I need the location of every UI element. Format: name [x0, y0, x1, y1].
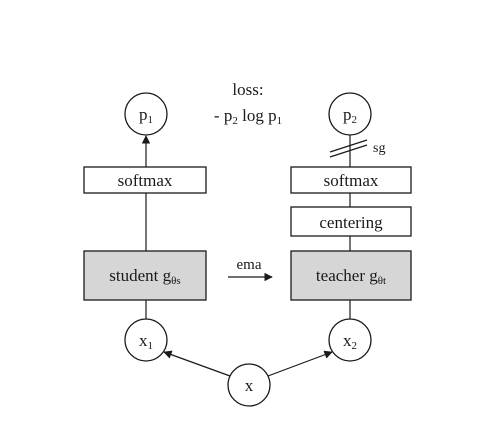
ema-connection: ema — [228, 257, 273, 282]
x1-label: x1 — [139, 331, 153, 352]
p1-label: p1 — [139, 105, 153, 126]
x2-node: x2 — [328, 318, 372, 362]
x1-node: x1 — [124, 318, 168, 362]
ema-label: ema — [237, 257, 262, 273]
student-softmax-box: softmax — [83, 166, 207, 194]
x-to-x1-arrow — [163, 350, 231, 377]
student-network-rect — [83, 250, 207, 301]
stop-gradient-stroke-1 — [329, 139, 368, 153]
teacher-network-rect — [290, 250, 412, 301]
student-network-box: student gθs — [83, 250, 207, 301]
teacher-network-label: teacher gθt — [316, 266, 386, 287]
teacher-softmax-label: softmax — [324, 171, 379, 190]
teacher-branch: p2 sg softmax centering teacher gθt — [290, 92, 412, 362]
x2-label: x2 — [343, 331, 357, 352]
p2-label: p2 — [343, 105, 357, 126]
p1-circle — [124, 92, 168, 136]
loss-formula: - p2 log p1 — [214, 106, 282, 127]
loss-label: loss: - p2 log p1 — [214, 80, 282, 127]
teacher-centering-label: centering — [319, 213, 383, 232]
x-circle — [227, 363, 271, 407]
stop-gradient-label: sg — [373, 141, 385, 156]
p1-node: p1 — [124, 92, 168, 136]
x2-circle — [328, 318, 372, 362]
teacher-softmax-rect — [290, 166, 412, 194]
teacher-centering-box: centering — [290, 206, 412, 237]
teacher-softmax-box: softmax — [290, 166, 412, 194]
student-network-label: student gθs — [109, 266, 180, 287]
teacher-centering-rect — [290, 206, 412, 237]
stop-gradient-mark — [329, 139, 368, 158]
stop-gradient-stroke-2 — [329, 144, 368, 158]
teacher-network-box: teacher gθt — [290, 250, 412, 301]
student-softmax-rect — [83, 166, 207, 194]
x1-circle — [124, 318, 168, 362]
x-to-x2-arrow — [267, 350, 333, 377]
loss-title: loss: — [232, 80, 263, 99]
student-softmax-label: softmax — [118, 171, 173, 190]
x-node: x — [227, 363, 271, 407]
p2-node: p2 — [328, 92, 372, 136]
x-label: x — [245, 376, 254, 395]
student-branch: p1 softmax student gθs x1 — [83, 92, 207, 362]
